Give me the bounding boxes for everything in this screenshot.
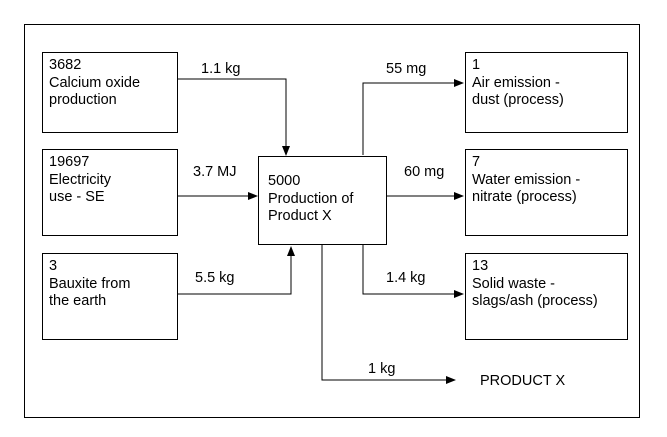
input-label-line: Electricity	[49, 171, 112, 188]
output-id: 13	[472, 258, 489, 274]
output-id: 1	[472, 57, 481, 73]
input-id: 3682	[49, 57, 82, 73]
flow-label-air-emission: 55 mg	[386, 61, 427, 77]
flow-label-solid-waste: 1.4 kg	[386, 270, 426, 286]
flow-label-electricity: 3.7 MJ	[193, 164, 237, 180]
flow-arrow-calcium-oxide	[177, 78, 290, 156]
output-box-water-emission: 7 Water emission - nitrate (process)	[465, 149, 628, 236]
flow-label-product: 1 kg	[368, 361, 396, 377]
flow-label-water-emission: 60 mg	[404, 164, 445, 180]
output-id: 7	[472, 154, 481, 170]
output-label-line: Water emission -	[472, 171, 581, 188]
input-box-calcium-oxide: 3682 Calcium oxide production	[42, 52, 178, 133]
process-id: 5000	[268, 173, 301, 189]
flow-arrow-product	[321, 245, 456, 384]
flow-label-calcium-oxide: 1.1 kg	[201, 61, 241, 77]
output-box-air-emission: 1 Air emission - dust (process)	[465, 52, 628, 133]
output-label-line: nitrate (process)	[472, 189, 577, 205]
input-id: 3	[49, 258, 58, 274]
input-box-electricity: 19697 Electricity use - SE	[42, 149, 178, 236]
process-box: 5000 Production of Product X	[258, 156, 387, 245]
input-label-line: production	[49, 92, 117, 108]
flow-arrow-solid-waste	[362, 245, 464, 298]
process-label-line: Production of	[268, 190, 354, 207]
output-label-line: Solid waste -	[472, 275, 556, 292]
input-label-line: the earth	[49, 293, 107, 309]
flow-arrow-air-emission	[362, 79, 464, 155]
input-label-line: use - SE	[49, 189, 105, 205]
input-label-line: Calcium oxide	[49, 74, 141, 91]
input-id: 19697	[49, 154, 90, 170]
input-label-line: Bauxite from	[49, 275, 131, 292]
output-label-line: Air emission -	[472, 74, 560, 91]
process-label-line: Product X	[268, 208, 332, 224]
flow-arrow-bauxite	[177, 246, 295, 295]
output-label-line: slags/ash (process)	[472, 293, 598, 309]
flow-label-bauxite: 5.5 kg	[195, 270, 235, 286]
input-box-bauxite: 3 Bauxite from the earth	[42, 253, 178, 340]
output-box-solid-waste: 13 Solid waste - slags/ash (process)	[465, 253, 628, 340]
product-label: PRODUCT X	[480, 373, 566, 389]
output-label-line: dust (process)	[472, 92, 564, 108]
